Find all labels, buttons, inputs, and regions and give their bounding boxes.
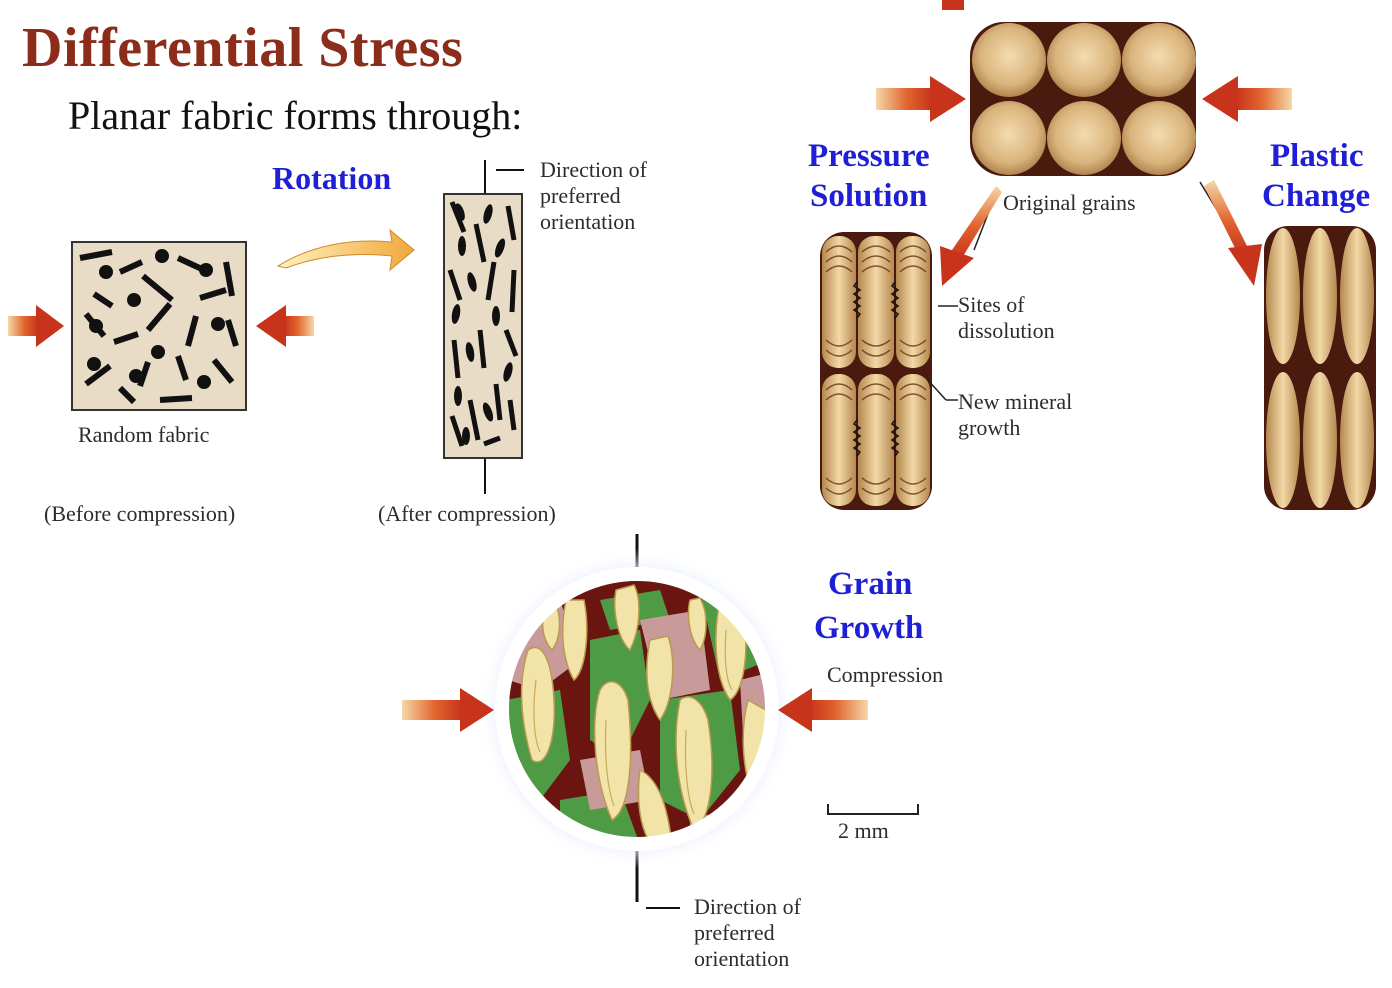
- original-grains-label: Original grains: [1003, 190, 1136, 215]
- before-compression-label: (Before compression): [44, 501, 236, 526]
- compression-arrow-right: [8, 305, 64, 347]
- page-title: Differential Stress: [22, 17, 464, 79]
- arrow-to-plastic-change: [1204, 180, 1262, 286]
- compression-label: Compression: [827, 662, 944, 687]
- random-fabric-label: Random fabric: [78, 422, 210, 447]
- random-fabric-box: [71, 241, 247, 411]
- scale-bar: [827, 804, 919, 815]
- plastic-change-heading-2: Change: [1262, 178, 1371, 214]
- grain-growth-heading-1: Grain: [828, 566, 913, 602]
- grain-direction-label-1: Direction of: [694, 894, 801, 919]
- top-red-mark: [942, 0, 964, 10]
- rotation-direction-label-3: orientation: [540, 209, 636, 234]
- sites-of-dissolution-label-1: Sites of: [958, 292, 1025, 317]
- pressure-solution-heading-1: Pressure: [808, 138, 930, 174]
- pressure-solution-grains: [820, 232, 932, 510]
- compression-arrow-left: [256, 305, 314, 347]
- rotation-curved-arrow: [276, 228, 415, 272]
- compressed-fabric-box: [443, 160, 524, 494]
- page-subtitle: Planar fabric forms through:: [68, 93, 523, 138]
- rotation-heading: Rotation: [272, 160, 392, 196]
- after-compression-label: (After compression): [378, 501, 556, 526]
- rotation-direction-label-1: Direction of: [540, 157, 647, 182]
- compression-arrow-top-right: [876, 76, 966, 122]
- compression-arrow-top-left: [1202, 76, 1292, 122]
- rotation-direction-label-2: preferred: [540, 183, 621, 208]
- scale-bar-label: 2 mm: [838, 818, 889, 843]
- new-mineral-growth-label-2: growth: [958, 415, 1021, 440]
- original-grains: [970, 22, 1196, 176]
- new-mineral-growth-label-1: New mineral: [958, 389, 1073, 414]
- plastic-change-grains: [1264, 226, 1376, 510]
- pressure-solution-heading-2: Solution: [810, 178, 928, 214]
- grain-direction-label-3: orientation: [694, 946, 790, 971]
- grain-growth-heading-2: Growth: [814, 610, 924, 646]
- plastic-change-heading-1: Plastic: [1270, 138, 1364, 174]
- pressure-solution-leaders: [925, 305, 958, 401]
- grain-growth-arrow-left: [778, 688, 868, 732]
- thin-section-edge: [505, 577, 769, 841]
- grain-direction-label-2: preferred: [694, 920, 775, 945]
- grain-growth-arrow-right: [402, 688, 494, 732]
- sites-of-dissolution-label-2: dissolution: [958, 318, 1055, 343]
- arrow-to-pressure-solution: [940, 186, 1002, 286]
